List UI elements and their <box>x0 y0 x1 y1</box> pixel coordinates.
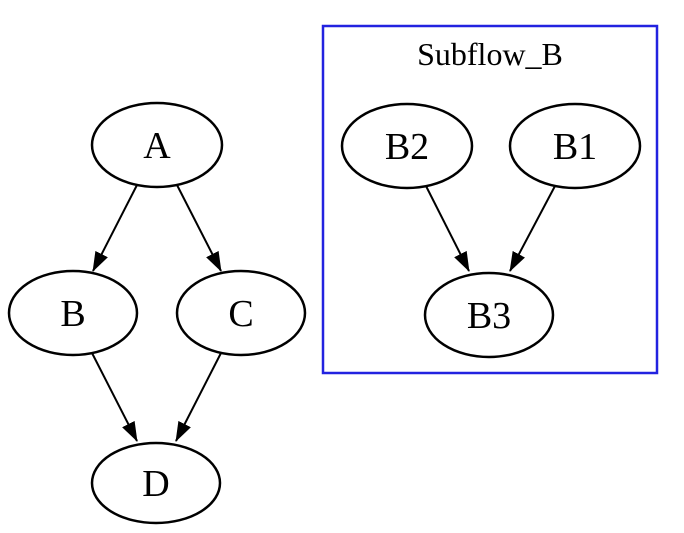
node-b2: B2 <box>340 102 474 190</box>
edge-b-d <box>91 352 138 442</box>
node-b3-ellipse <box>423 271 555 359</box>
node-b-ellipse <box>7 269 139 357</box>
edge-a-c <box>176 184 222 272</box>
node-b: B <box>7 269 139 357</box>
node-d-ellipse <box>90 441 222 525</box>
edge-b1-b3 <box>509 185 556 272</box>
cluster-subflow-b: Subflow_B <box>321 24 659 375</box>
node-c-label: C <box>228 293 253 335</box>
node-d-label: D <box>142 463 169 505</box>
cluster-subflow-b-label: Subflow_B <box>417 36 563 72</box>
node-b-label: B <box>60 293 85 335</box>
node-b1: B1 <box>508 102 642 190</box>
node-c: C <box>175 269 307 357</box>
edge-c-d <box>175 352 222 442</box>
node-b1-label: B1 <box>553 126 597 168</box>
node-a-label: A <box>143 125 171 167</box>
node-c-ellipse <box>175 269 307 357</box>
edge-a-b <box>92 184 138 272</box>
node-a: A <box>90 101 224 189</box>
node-b2-ellipse <box>340 102 474 190</box>
cluster-subflow-b-border <box>321 24 659 375</box>
edges-main-graph <box>91 184 222 442</box>
node-b3-label: B3 <box>467 295 511 337</box>
edge-b2-b3 <box>425 185 470 272</box>
node-a-ellipse <box>90 101 224 189</box>
node-b2-label: B2 <box>385 126 429 168</box>
node-d: D <box>90 441 222 525</box>
edges-cluster-subflow-b <box>425 185 556 272</box>
node-b1-ellipse <box>508 102 642 190</box>
node-b3: B3 <box>423 271 555 359</box>
